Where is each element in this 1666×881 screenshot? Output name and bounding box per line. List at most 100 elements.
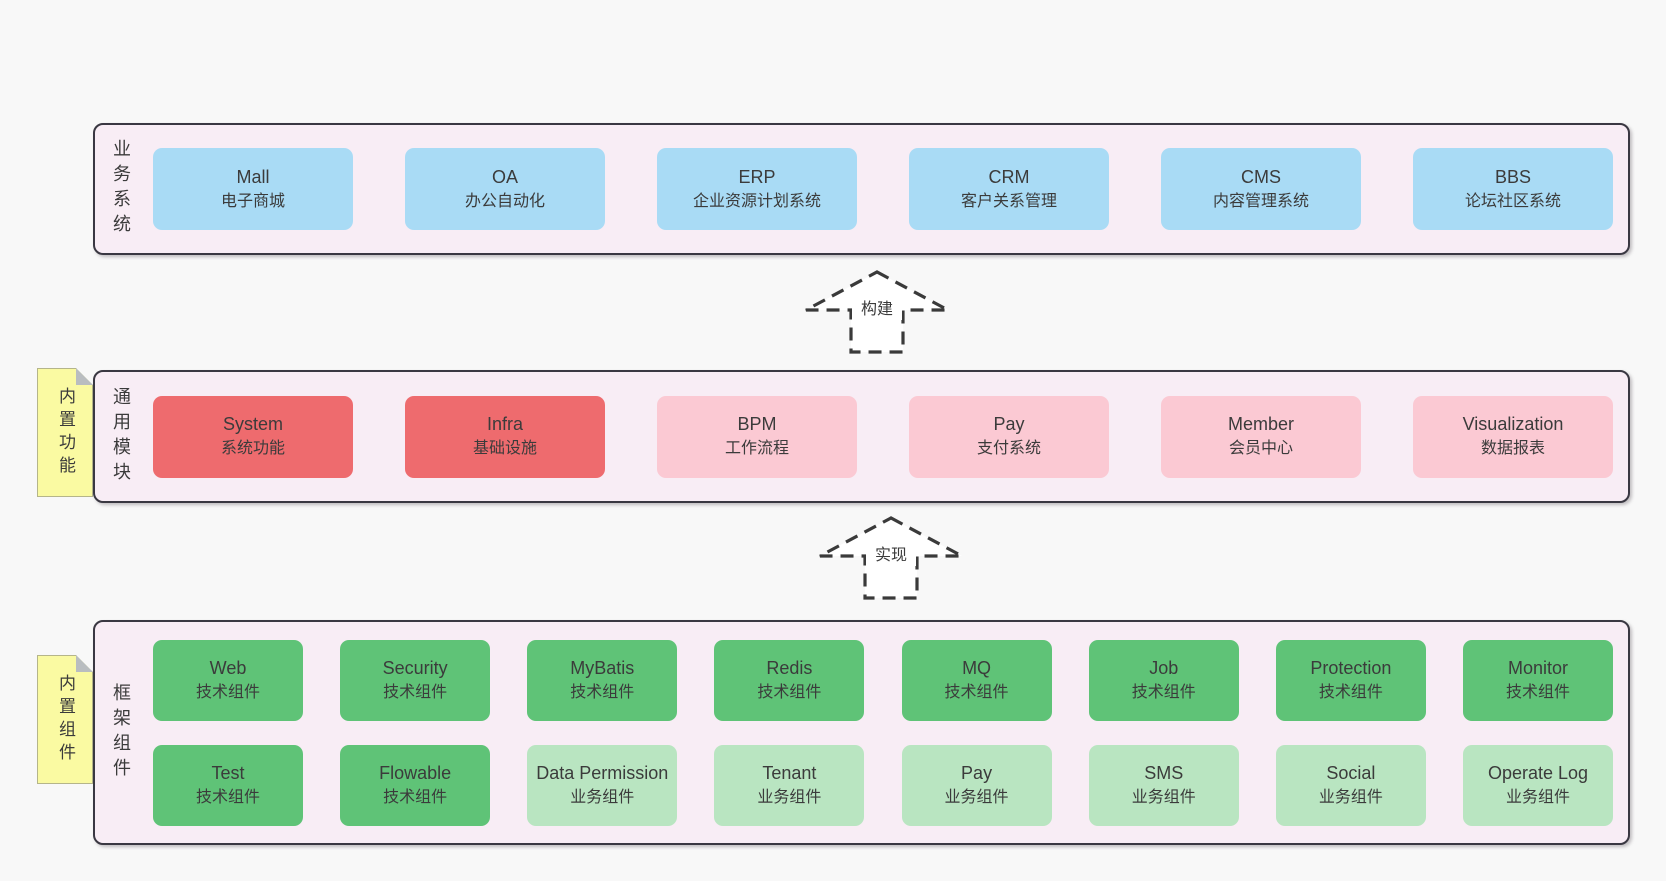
box-title: BBS [1494, 166, 1532, 187]
box-data-permission: Data Permission 业务组件 [527, 744, 678, 826]
box-social: Social 业务组件 [1275, 744, 1426, 826]
box-subtitle: 业务组件 [1318, 788, 1383, 806]
box-title: ERP [738, 166, 776, 187]
box-subtitle: 业务组件 [757, 788, 822, 806]
box-title: Infra [486, 414, 524, 434]
box-title: BPM [737, 414, 777, 434]
section-label-framework-components: 框架组件 [111, 682, 131, 783]
box-bpm: BPM 工作流程 [657, 395, 857, 478]
box-cms: CMS 内容管理系统 [1161, 148, 1361, 230]
box-title: Test [211, 762, 245, 783]
box-title: System [222, 414, 283, 434]
sticky-paper [37, 655, 93, 784]
box-title: CRM [988, 166, 1030, 187]
box-title: OA [491, 166, 518, 187]
box-title: Visualization [1462, 414, 1564, 434]
box-subtitle: 技术组件 [944, 683, 1009, 701]
box-title: Social [1326, 762, 1376, 783]
box-subtitle: 业务组件 [944, 788, 1009, 806]
box-title: Operate Log [1487, 762, 1589, 783]
arrow-build-up: 构建 [805, 270, 949, 354]
framework-components-row-2: Test 技术组件 Flowable 技术组件 Data Permission … [153, 744, 1613, 826]
box-title: MyBatis [570, 657, 635, 678]
box-subtitle: 技术组件 [1505, 683, 1570, 701]
common-modules-row: System 系统功能 Infra 基础设施 BPM 工作流程 Pay 支付系统… [153, 395, 1613, 478]
box-flowable: Flowable 技术组件 [340, 744, 491, 826]
box-title: Protection [1310, 657, 1392, 678]
box-job: Job 技术组件 [1088, 639, 1239, 721]
box-subtitle: 业务组件 [1505, 788, 1570, 806]
box-title: Job [1149, 657, 1179, 678]
box-subtitle: 数据报表 [1480, 440, 1545, 457]
box-subtitle: 支付系统 [976, 440, 1041, 457]
box-subtitle: 内容管理系统 [1212, 192, 1309, 210]
box-pay: Pay 支付系统 [909, 395, 1109, 478]
box-subtitle: 业务组件 [570, 788, 635, 806]
box-visualization: Visualization 数据报表 [1413, 395, 1613, 478]
box-member: Member 会员中心 [1161, 395, 1361, 478]
box-mall: Mall 电子商城 [153, 148, 353, 230]
box-title: Pay [993, 414, 1025, 434]
box-infra: Infra 基础设施 [405, 395, 605, 478]
box-subtitle: 工作流程 [724, 440, 789, 457]
sticky-note-built-in-components: 内置组件 [37, 655, 93, 784]
box-web: Web 技术组件 [153, 639, 303, 721]
box-subtitle: 技术组件 [570, 683, 635, 701]
box-title: SMS [1144, 762, 1184, 783]
arrow-label: 构建 [861, 300, 893, 318]
box-subtitle: 业务组件 [1131, 788, 1196, 806]
box-pay-business: Pay 业务组件 [901, 744, 1052, 826]
box-subtitle: 基础设施 [472, 440, 537, 457]
box-subtitle: 办公自动化 [464, 192, 545, 210]
box-bbs: BBS 论坛社区系统 [1413, 148, 1613, 230]
box-operate-log: Operate Log 业务组件 [1462, 744, 1613, 826]
section-label-common-modules: 通用模块 [111, 386, 131, 487]
box-title: Flowable [379, 762, 452, 783]
sticky-label: 内置组件 [56, 673, 75, 766]
box-sms: SMS 业务组件 [1088, 744, 1239, 826]
box-title: Monitor [1507, 657, 1568, 678]
box-title: CMS [1241, 166, 1281, 187]
sticky-label: 内置功能 [56, 386, 75, 479]
box-system: System 系统功能 [153, 395, 353, 478]
box-subtitle: 技术组件 [383, 683, 448, 701]
box-test: Test 技术组件 [153, 744, 303, 826]
box-oa: OA 办公自动化 [405, 148, 605, 230]
section-business-systems: 业务系统 Mall 电子商城 OA 办公自动化 ERP 企业资源计划系统 CRM… [93, 123, 1630, 255]
framework-components-row-1: Web 技术组件 Security 技术组件 MyBatis 技术组件 Redi… [153, 639, 1613, 721]
box-monitor: Monitor 技术组件 [1462, 639, 1613, 721]
box-subtitle: 技术组件 [383, 788, 448, 806]
box-subtitle: 技术组件 [195, 683, 260, 701]
box-title: Security [382, 657, 448, 678]
box-subtitle: 论坛社区系统 [1464, 192, 1561, 210]
box-erp: ERP 企业资源计划系统 [657, 148, 857, 230]
sticky-paper [37, 368, 93, 497]
box-subtitle: 技术组件 [1131, 683, 1196, 701]
box-subtitle: 企业资源计划系统 [692, 192, 821, 210]
box-subtitle: 客户关系管理 [960, 192, 1057, 210]
section-common-modules: 通用模块 System 系统功能 Infra 基础设施 BPM 工作流程 Pay… [93, 370, 1630, 503]
sticky-note-built-in-features: 内置功能 [37, 368, 93, 497]
box-subtitle: 技术组件 [1318, 683, 1383, 701]
section-label-business-systems: 业务系统 [111, 139, 131, 239]
box-title: Web [209, 657, 247, 678]
box-title: Pay [961, 762, 993, 783]
business-systems-row: Mall 电子商城 OA 办公自动化 ERP 企业资源计划系统 CRM 客户关系… [153, 148, 1613, 230]
arrow-label: 实现 [875, 546, 907, 564]
box-subtitle: 电子商城 [220, 192, 285, 210]
box-title: Mall [236, 166, 270, 187]
box-subtitle: 技术组件 [757, 683, 822, 701]
arrow-implement-up: 实现 [819, 516, 963, 600]
box-title: Tenant [762, 762, 817, 783]
box-mq: MQ 技术组件 [901, 639, 1052, 721]
box-mybatis: MyBatis 技术组件 [527, 639, 678, 721]
box-title: Member [1227, 414, 1294, 434]
box-security: Security 技术组件 [340, 639, 491, 721]
arrow-label-backplate [852, 296, 902, 320]
box-subtitle: 会员中心 [1228, 440, 1293, 457]
box-subtitle: 系统功能 [220, 440, 285, 457]
box-protection: Protection 技术组件 [1275, 639, 1426, 721]
box-tenant: Tenant 业务组件 [714, 744, 865, 826]
box-redis: Redis 技术组件 [714, 639, 865, 721]
